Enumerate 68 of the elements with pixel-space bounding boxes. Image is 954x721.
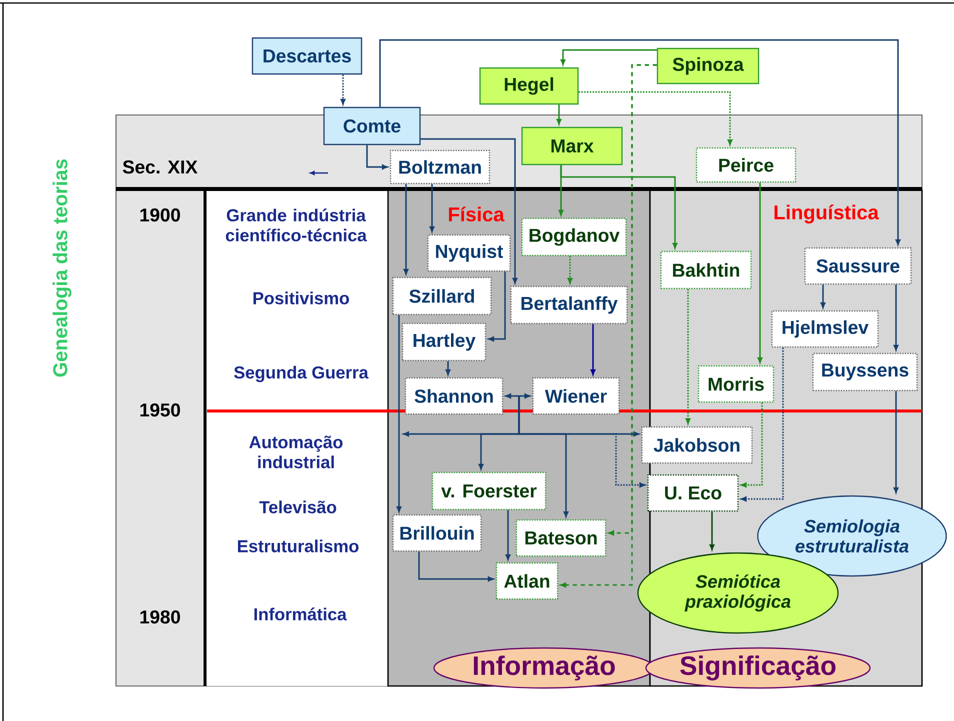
name-box: Jakobson [641, 426, 753, 464]
arrow [340, 74, 346, 105]
name-box: Boltzman [390, 150, 490, 184]
name-box: Shannon [404, 377, 504, 415]
name-box: Nyquist [427, 234, 511, 272]
arrow [686, 289, 690, 424]
arrow [560, 165, 678, 249]
year-label: 1980 [140, 610, 180, 624]
arrow [506, 510, 510, 560]
name-box: Wiener [532, 377, 620, 415]
arrow [403, 396, 520, 436]
name-box: Bateson [516, 519, 606, 557]
era-label: Estruturalismo [238, 540, 358, 552]
name-box: Bogdanov [521, 218, 627, 256]
field-heading: Física [449, 206, 504, 222]
arrow [366, 145, 388, 170]
arrow [568, 256, 572, 284]
era-label: Televisão [259, 500, 336, 514]
arrow [488, 272, 506, 342]
era-label: Positivismo [254, 292, 349, 304]
period-heading: Sec. XIX [122, 160, 198, 174]
name-box: v. Foerster [432, 472, 546, 510]
arrow [560, 49, 657, 66]
arrow [505, 394, 530, 398]
name-box: Hegel [479, 67, 579, 105]
arrow [518, 396, 646, 488]
name-box: Peirce [696, 147, 796, 183]
year-label: 1950 [140, 403, 180, 417]
name-box: Marx [521, 126, 623, 166]
name-box: Saussure [804, 247, 912, 285]
year-label: 1900 [140, 208, 180, 222]
arrow [396, 315, 402, 512]
arrow [740, 348, 784, 502]
arrow [420, 138, 518, 284]
name-box: Brillouin [392, 514, 482, 552]
arrow [404, 184, 408, 275]
name-box: Atlan [496, 562, 558, 600]
name-box: Morris [698, 365, 774, 403]
era-label: Segunda Guerra [234, 366, 369, 382]
arrow [758, 182, 762, 364]
arrow [578, 91, 732, 146]
name-box: Spinoza [656, 48, 760, 84]
name-box: Szillard [392, 276, 492, 316]
arrow [556, 104, 562, 125]
name-box: Hartley [402, 322, 486, 362]
name-box: Hjelmslev [771, 310, 879, 348]
field-heading: Linguística [774, 204, 879, 224]
era-label: Grande indústria científico-técnica [226, 208, 367, 242]
arrow [894, 391, 898, 494]
arrow [560, 64, 657, 588]
name-box: Bakhtin [660, 250, 752, 290]
arrow [446, 361, 450, 376]
arrow [379, 39, 900, 246]
name-box: Buyssens [812, 352, 918, 392]
era-label: Informática [254, 608, 347, 620]
name-box: Comte [323, 106, 421, 146]
arrow [418, 552, 494, 582]
arrow [894, 284, 898, 351]
arrow [710, 512, 714, 550]
arrow [430, 184, 434, 232]
name-box: U. Eco [647, 474, 739, 512]
name-box: Bertalanffy [510, 286, 628, 324]
vertical-title: Genealogia das teorias [52, 159, 72, 377]
era-label: Automação industrial [249, 436, 342, 468]
arrow [590, 324, 596, 376]
arrow [820, 284, 826, 308]
name-box: Descartes [252, 37, 362, 75]
arrow [740, 402, 763, 488]
